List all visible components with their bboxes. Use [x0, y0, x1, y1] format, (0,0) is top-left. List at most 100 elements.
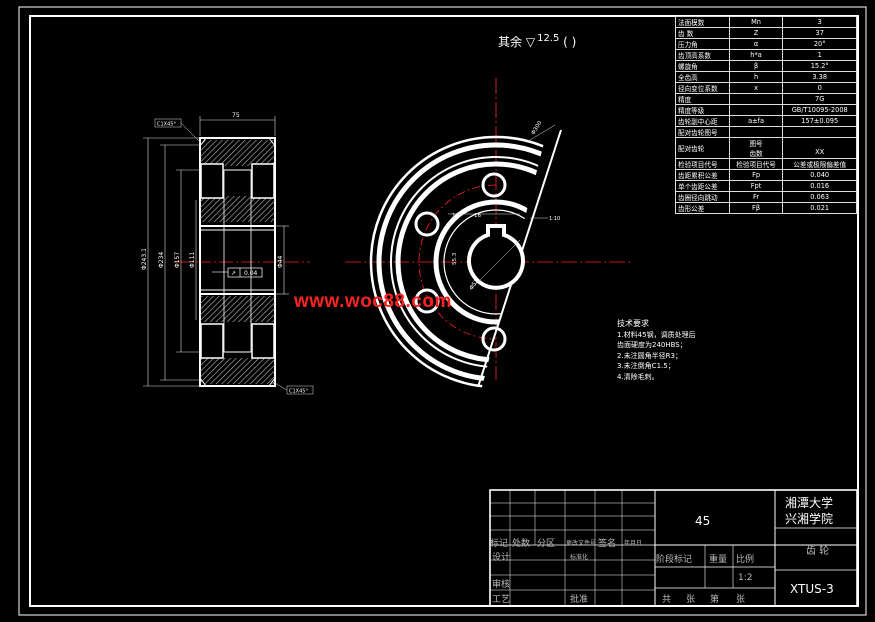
tb-scale: 1:2	[738, 573, 753, 583]
surface-note-paren: ( )	[563, 35, 577, 49]
vertical-dims	[143, 137, 289, 387]
tb-label-standardize: 标准化	[570, 554, 589, 561]
param-symbol: α	[728, 38, 784, 50]
watermark: www.woc88.com	[294, 291, 452, 312]
front-dim-bore-line	[469, 239, 521, 291]
dim-hub: Φ44	[277, 255, 284, 268]
front-dim-keyw: 16	[452, 213, 459, 219]
section-hole-bottom-r	[251, 323, 275, 359]
hatch-bottom-rim	[200, 358, 275, 384]
param-symbol: Z	[728, 27, 784, 39]
tb-college: 兴湘学院	[785, 512, 834, 526]
param-value: 3	[782, 16, 857, 28]
param-name: 精度等级	[675, 104, 730, 116]
param-row: 检验项目代号检验项目代号公差或极限偏差值	[675, 158, 857, 170]
param-name: 精度	[675, 93, 730, 105]
tb-label-sheet2: 张	[736, 595, 746, 605]
param-symbol: Fpt	[728, 180, 784, 192]
front-view: Φ300 16 16 55.3 Φ52 1:10	[345, 78, 630, 389]
tech-req-item-2: 齿面硬度为240HBS；	[617, 341, 687, 349]
param-value: 0.040	[782, 169, 857, 181]
tb-part-name: 齿 轮	[806, 546, 830, 557]
chamfer-callout-top: C1X45°	[157, 122, 176, 128]
param-symbol: 图号齿数	[728, 137, 784, 159]
outer-border	[18, 6, 867, 616]
surface-note-value: 12.5	[537, 33, 560, 44]
tb-label-weight: 重量	[709, 555, 728, 565]
section-hole-bottom	[200, 323, 224, 359]
tb-label-sheets: 张	[686, 595, 696, 605]
param-name: 齿轮副中心距	[675, 115, 730, 127]
param-name: 齿形公差	[675, 202, 730, 214]
param-name: 单个齿距公差	[675, 180, 730, 192]
tb-label-zone: 分区	[537, 539, 556, 549]
param-value: GB/T10095-2008	[782, 104, 857, 116]
param-value: 37	[782, 27, 857, 39]
front-dim-pcd: Φ300	[531, 120, 544, 136]
param-value-b: XX	[815, 148, 825, 156]
tech-req-title: 技术要求	[617, 319, 649, 328]
surface-note-label: 其余	[498, 35, 523, 49]
param-name: 压力角	[675, 38, 730, 50]
param-value: 0.016	[782, 180, 857, 192]
param-name: 全齿高	[675, 71, 730, 83]
section-hole-top	[200, 163, 224, 199]
title-block: 45 湘潭大学 兴湘学院 齿 轮 XTUS-3 1:2 标记 处数 分区 更改文…	[490, 490, 857, 606]
param-name: 齿圈径向跳动	[675, 191, 730, 203]
chamfer-leader-top	[180, 122, 201, 143]
param-value: 0	[782, 82, 857, 94]
dim-d2: Φ157	[174, 252, 181, 268]
chamfer-callout-bot: C1X45°	[289, 389, 308, 395]
param-name: 配对齿轮	[675, 137, 730, 159]
param-symbol-a: 图号	[749, 140, 763, 148]
param-value: 3.38	[782, 71, 857, 83]
tb-drawing-no: XTUS-3	[790, 582, 834, 596]
param-value	[782, 126, 857, 138]
param-value: 1	[782, 49, 857, 61]
param-row: 配对齿轮图号	[675, 126, 857, 138]
chamfer-br	[268, 377, 276, 387]
surface-roughness-note: 其余 ▽12.5 ( )	[498, 33, 576, 50]
param-value: 7G	[782, 93, 857, 105]
chamfer-tr	[268, 137, 276, 147]
param-symbol: x	[728, 82, 784, 94]
tb-label-design: 设计	[492, 553, 511, 563]
tb-label-process: 工艺	[492, 595, 511, 605]
param-value: 15.2°	[782, 60, 857, 72]
front-dim-keyh: 55.3	[452, 252, 458, 265]
front-dim-key: 16	[474, 213, 481, 219]
param-value: 0.021	[782, 202, 857, 214]
hole-3	[414, 288, 440, 314]
param-symbol: β	[728, 60, 784, 72]
param-name: 检验项目代号	[675, 158, 730, 170]
param-symbol: Fr	[728, 191, 784, 203]
dim-d1: Φ234	[158, 252, 165, 268]
param-symbol: 检验项目代号	[728, 158, 784, 170]
tech-req-item-3: 2.未注圆角半径R3；	[617, 351, 682, 360]
roughness-icon: ▽	[525, 35, 536, 49]
runout-value: 0.04	[244, 270, 258, 277]
tech-req-item-1: 1.材料45钢，调质处理后	[617, 330, 696, 339]
param-value: XX	[782, 137, 857, 159]
param-symbol: Fβ	[728, 202, 784, 214]
section-hole-top-r	[251, 163, 275, 199]
hatch-bottom-web	[200, 296, 275, 322]
bore-keyway	[467, 224, 525, 290]
param-value: 0.063	[782, 191, 857, 203]
front-dim-bore: Φ52	[469, 278, 480, 291]
technical-requirements: 技术要求 1.材料45钢，调质处理后 齿面硬度为240HBS； 2.未注圆角半径…	[617, 319, 696, 382]
param-symbol: a±fa	[728, 115, 784, 127]
tech-req-item-4: 3.未注倒角C1.5；	[617, 362, 675, 370]
hole-2	[414, 211, 440, 237]
hole-1	[481, 172, 507, 198]
